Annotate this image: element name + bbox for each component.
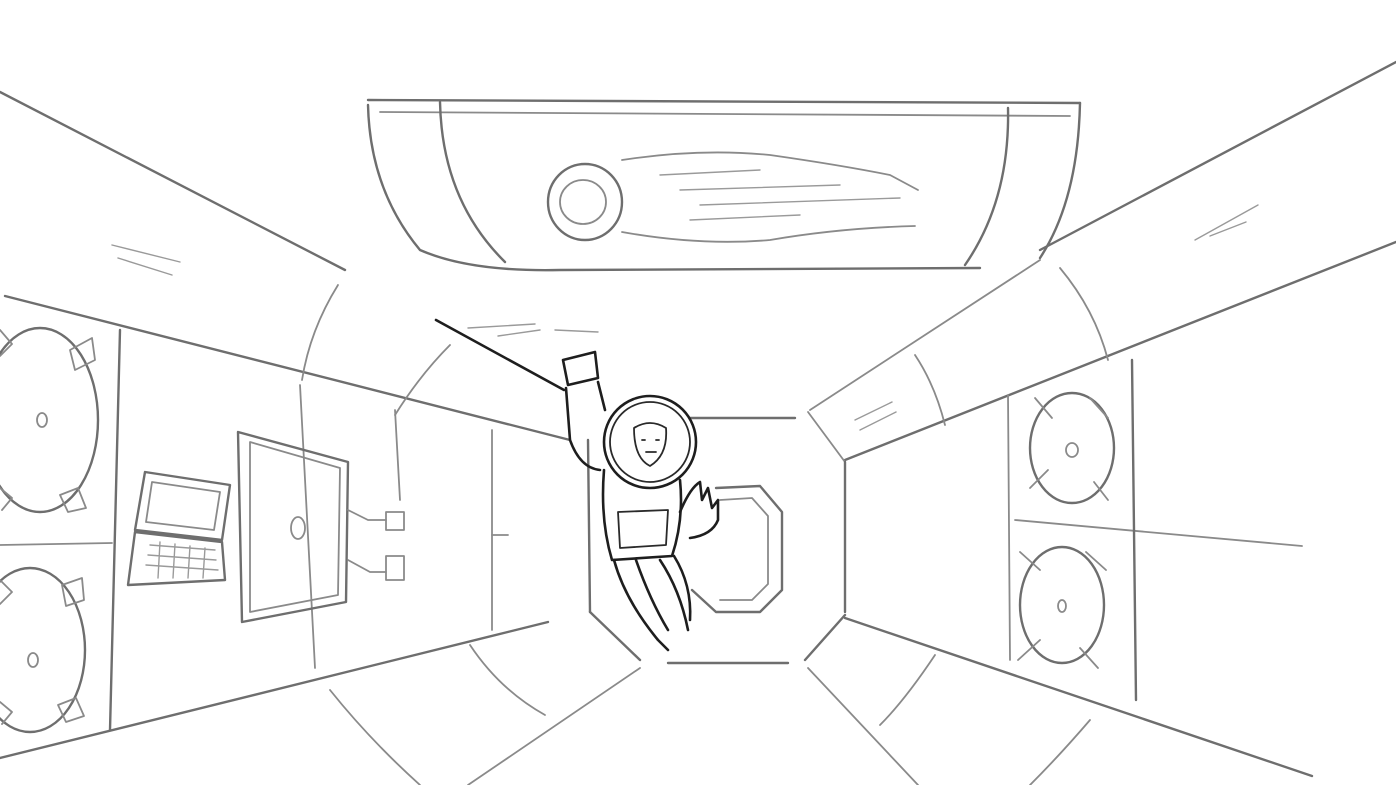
helmet [602,394,698,490]
wall-right-upper-rail [843,240,1396,462]
sleeper-helmet-visor [559,179,607,225]
wall-left-strut-1 [299,384,316,669]
pod-inner-right [963,106,1010,267]
ceiling-arch-right [1059,267,1109,361]
sleeper-body-top [621,151,919,191]
fan-housing [1028,391,1116,505]
far-hatch [690,484,784,614]
monitor-indicator [290,516,306,540]
laptop-keyboard [145,541,219,579]
wall-left-panel-divider [108,328,122,732]
floor-arch-right-2 [1029,719,1091,785]
ceiling-arch-right-inner [914,354,946,426]
fan-clip-1 [69,337,96,371]
left-wall-equipment [0,326,405,734]
hatch-mark-4 [467,323,599,337]
tether [434,318,566,392]
ceiling-left-edge [0,90,347,272]
monitor-cable [347,509,387,573]
left-fan-upper [0,326,100,514]
floor-line-right [807,667,919,785]
fan-housing [0,326,100,514]
fan-hub [1065,442,1079,458]
raised-glove [561,350,600,387]
laptop-screen [133,470,232,542]
fan-clip-1 [61,577,85,607]
fan-clips [1029,397,1109,501]
floor-line-left [467,667,641,785]
astronaut [434,318,720,652]
wall-right-strut [1007,394,1011,661]
ceiling-right-edge [1038,60,1396,252]
fan-clip-4 [0,487,13,511]
fan-clips [1017,551,1107,669]
fan-clip-3 [0,329,13,357]
corridor-structure [0,60,1396,785]
wall-outlet-1 [385,511,405,531]
fan-housing [1018,545,1106,665]
right-wall-equipment [1017,391,1116,669]
ceiling-beam-right [807,411,846,463]
floor-arch-right [879,654,936,726]
wall-left-upper-rail [3,294,572,442]
wall-outlet-2 [385,555,405,581]
wall-monitor [236,430,405,624]
sleeper-helmet [546,162,624,242]
wall-left-lower-rail [0,620,550,760]
hatch-mark-1 [111,244,181,276]
left-leg [612,558,670,652]
doorway-bottom-right [803,613,847,662]
fan-housing [0,566,87,734]
waving-hand [678,480,720,540]
monitor-frame [236,430,350,624]
face [633,422,668,467]
wall-right-mid-rail [1014,519,1303,547]
pod-inner-left [438,100,507,264]
pod-outer-shell [366,103,982,272]
doorway-bottom-left [588,610,642,662]
laptop [126,470,232,587]
hatch-mark-2 [1194,204,1259,241]
ceiling-arch-left [301,284,339,381]
helmet-rim [609,401,691,483]
sleeper-body-bottom [621,225,916,243]
wall-right-panel-divider [1130,358,1138,702]
fan-hub [27,652,39,668]
laptop-base [126,530,227,587]
sleeping-pod [366,98,1082,272]
ceiling-beam-right-2 [809,259,1041,411]
wall-left-strut-2 [394,409,401,501]
fan-clip-2 [57,697,85,723]
hatch-mark-3 [854,401,897,431]
right-fan-lower [1017,545,1107,669]
fan-clip-4 [0,701,13,725]
pod-frame-top-2 [379,111,1071,117]
right-leg [658,554,692,632]
laptop-screen-inner [145,481,221,531]
far-hatch-inner [719,497,769,601]
floor-arch-left-2 [469,644,546,716]
sleeper-folds [659,169,901,221]
pod-frame-top [366,98,1082,105]
left-fan-lower [0,566,87,734]
chest-pack [617,509,669,549]
wall-left-mid-rail [0,542,113,546]
floor-arch-left [329,689,421,785]
pod-right-end [1038,101,1082,260]
raised-arm [564,380,607,472]
wall-right-lower-rail [843,616,1314,778]
fan-clip-2 [59,487,87,513]
doorway-left [586,438,592,614]
ceiling-arch-left-inner [394,344,451,416]
fan-clip-3 [0,579,13,605]
torso [601,468,683,562]
right-fan-upper [1028,391,1116,505]
fan-hub [36,412,48,428]
monitor-inner [249,441,341,613]
fan-hub [1057,599,1067,613]
